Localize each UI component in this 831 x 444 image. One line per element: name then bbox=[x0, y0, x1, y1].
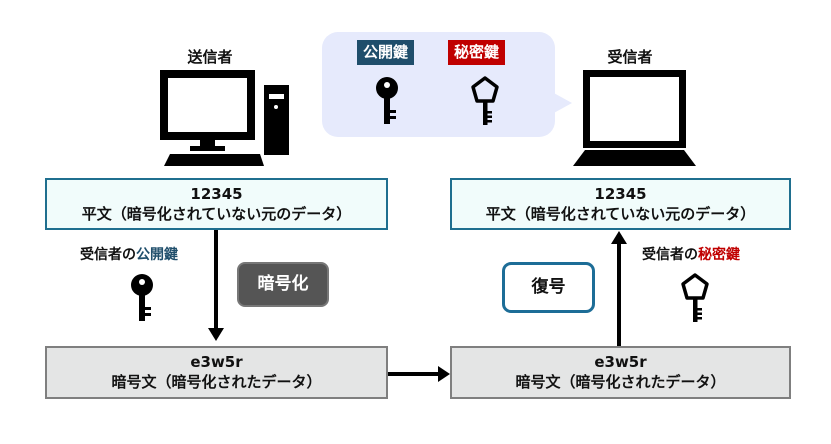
transfer-arrow-head bbox=[438, 366, 450, 382]
public-key-icon bbox=[131, 274, 153, 321]
sender-plaintext-value: 12345 bbox=[190, 185, 243, 203]
decrypt-badge: 復号 bbox=[502, 262, 595, 313]
decrypt-arrow-head bbox=[611, 231, 627, 244]
sender-label: 送信者 bbox=[187, 48, 233, 66]
sender-ciphertext-description: 暗号文（暗号化されたデータ） bbox=[111, 373, 322, 391]
sender-ciphertext-box: e3w5r 暗号文（暗号化されたデータ） bbox=[45, 346, 388, 399]
private-key-icon bbox=[681, 273, 709, 322]
encrypt-badge: 暗号化 bbox=[237, 262, 329, 307]
encrypt-arrow-shaft bbox=[214, 230, 218, 330]
receiver-key-caption-key: 秘密鍵 bbox=[698, 247, 740, 263]
transfer-arrow-shaft bbox=[388, 372, 440, 376]
receiver-ciphertext-description: 暗号文（暗号化されたデータ） bbox=[515, 373, 726, 391]
sender-plaintext-description: 平文（暗号化されていない元のデータ） bbox=[81, 205, 352, 223]
sender-key-caption: 受信者の公開鍵 bbox=[80, 244, 178, 264]
private-key-tag: 秘密鍵 bbox=[448, 40, 506, 65]
public-key-tag: 公開鍵 bbox=[357, 40, 415, 65]
encrypt-arrow-head bbox=[208, 328, 224, 341]
round-key-icon bbox=[376, 77, 398, 124]
laptop-computer-icon bbox=[573, 70, 696, 166]
bubble-tail bbox=[552, 92, 572, 114]
sender-plaintext-box: 12345 平文（暗号化されていない元のデータ） bbox=[45, 178, 388, 230]
receiver-key-caption: 受信者の秘密鍵 bbox=[642, 244, 740, 264]
receiver-label: 受信者 bbox=[607, 48, 653, 66]
receiver-ciphertext-value: e3w5r bbox=[594, 353, 647, 371]
decrypt-arrow-shaft bbox=[617, 243, 621, 348]
pentagon-key-icon bbox=[471, 76, 499, 125]
receiver-plaintext-value: 12345 bbox=[594, 185, 647, 203]
sender-ciphertext-value: e3w5r bbox=[190, 353, 243, 371]
receiver-plaintext-description: 平文（暗号化されていない元のデータ） bbox=[485, 205, 756, 223]
receiver-key-caption-prefix: 受信者の bbox=[642, 247, 698, 263]
sender-key-caption-key: 公開鍵 bbox=[136, 247, 178, 263]
receiver-ciphertext-box: e3w5r 暗号文（暗号化されたデータ） bbox=[450, 346, 791, 399]
desktop-computer-icon bbox=[160, 70, 289, 166]
sender-key-caption-prefix: 受信者の bbox=[80, 247, 136, 263]
receiver-plaintext-box: 12345 平文（暗号化されていない元のデータ） bbox=[450, 178, 791, 230]
